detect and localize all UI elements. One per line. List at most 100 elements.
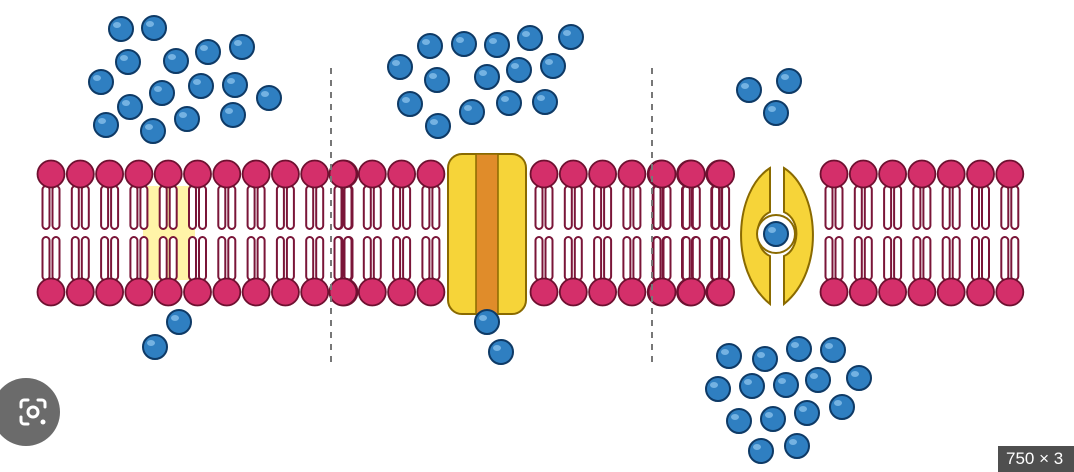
lipid-head (241, 277, 271, 307)
lipid-tail (402, 185, 412, 230)
lipid-tail (824, 185, 834, 230)
molecule-highlight (120, 55, 128, 61)
lipid-tail (188, 185, 197, 230)
solute-molecules (88, 15, 872, 464)
lipid-head (36, 159, 66, 189)
solute-molecule (195, 39, 221, 65)
lipid-tail (721, 185, 731, 230)
lipid-tail (256, 236, 266, 281)
lipid-tail (912, 236, 922, 281)
solute-molecule (829, 394, 855, 420)
lipid-tail (981, 185, 990, 230)
lipid-tail (632, 236, 642, 281)
lipid-head (183, 277, 212, 307)
solute-molecule (417, 33, 443, 59)
lipid-tail (275, 236, 285, 281)
lipid-head (95, 159, 124, 189)
molecule-highlight (234, 40, 242, 46)
solute-molecule (506, 57, 532, 83)
lipid-tail (333, 236, 343, 281)
lipid-tail (573, 236, 583, 281)
solute-molecule (163, 48, 189, 74)
lipid-head (300, 277, 330, 307)
lipid-tail (1000, 185, 1010, 230)
lipid-tail (362, 185, 372, 230)
lipid-tail (912, 185, 922, 230)
lipid-head (936, 277, 966, 307)
solute-molecule (488, 339, 514, 365)
lens-search-button[interactable] (0, 378, 60, 446)
lipid-head (995, 159, 1025, 189)
solute-molecule (166, 309, 192, 335)
lipid-tail (681, 185, 691, 230)
molecule-highlight (456, 37, 464, 43)
solute-molecule (188, 73, 214, 99)
molecule-highlight (154, 86, 162, 92)
channel-pore (475, 153, 499, 315)
solute-molecule (397, 91, 423, 117)
lipid-head (966, 159, 995, 189)
molecule-highlight (563, 30, 571, 36)
lipid-tail (603, 236, 613, 281)
solute-molecule (794, 400, 820, 426)
molecule-highlight (93, 75, 101, 81)
solute-molecule (93, 112, 119, 138)
lipid-tail (285, 236, 295, 281)
lipid-head (212, 159, 242, 189)
lipid-tail (544, 236, 554, 281)
lipid-tail (691, 236, 701, 281)
lipid-tail (100, 185, 110, 230)
lipid-tail (421, 236, 431, 281)
lipid-tail (285, 185, 295, 230)
lipid-head (966, 277, 995, 307)
solute-molecule (496, 90, 522, 116)
lipid-head (153, 159, 183, 189)
molecule-highlight (429, 73, 437, 79)
lipid-head (153, 277, 183, 307)
solute-molecule (149, 80, 175, 106)
molecule-highlight (464, 105, 472, 111)
solute-molecule (776, 68, 802, 94)
molecule-highlight (392, 60, 400, 66)
lipid-head (270, 159, 300, 189)
molecule-highlight (147, 340, 155, 346)
lipid-tail (431, 236, 441, 281)
lipid-tail (603, 185, 613, 230)
lipid-head (819, 277, 849, 307)
lipid-head (558, 277, 588, 307)
molecule-highlight (146, 21, 154, 27)
lipid-head (357, 277, 387, 307)
lipid-tail (563, 185, 573, 230)
lipid-tail (834, 185, 844, 230)
solute-molecule (752, 346, 778, 372)
solute-molecule (763, 100, 789, 126)
molecule-highlight (501, 96, 509, 102)
molecule-highlight (193, 79, 201, 85)
solute-molecule (140, 118, 166, 144)
lipid-head (124, 277, 154, 307)
solute-molecule (425, 113, 451, 139)
solute-molecule (220, 102, 246, 128)
solute-molecule (784, 433, 810, 459)
lipid-tail (372, 236, 382, 281)
solute-molecule (387, 54, 413, 80)
lipid-tail (51, 185, 61, 230)
lipid-tail (622, 185, 632, 230)
lipid-tail (981, 236, 990, 281)
lipid-tail (217, 236, 227, 281)
lipid-tail (573, 185, 583, 230)
molecule-highlight (402, 97, 410, 103)
lipid-head (270, 277, 300, 307)
molecule-highlight (741, 83, 749, 89)
solute-molecule (141, 15, 167, 41)
lipid-tail (711, 236, 721, 281)
lipid-tail (951, 236, 961, 281)
solute-molecule (760, 406, 786, 432)
lipid-tail (110, 185, 120, 230)
molecule-highlight (778, 378, 786, 384)
solute-molecule (229, 34, 255, 60)
molecule-highlight (479, 70, 487, 76)
lipid-tail (392, 185, 402, 230)
molecule-highlight (710, 382, 718, 388)
solute-molecule (424, 67, 450, 93)
